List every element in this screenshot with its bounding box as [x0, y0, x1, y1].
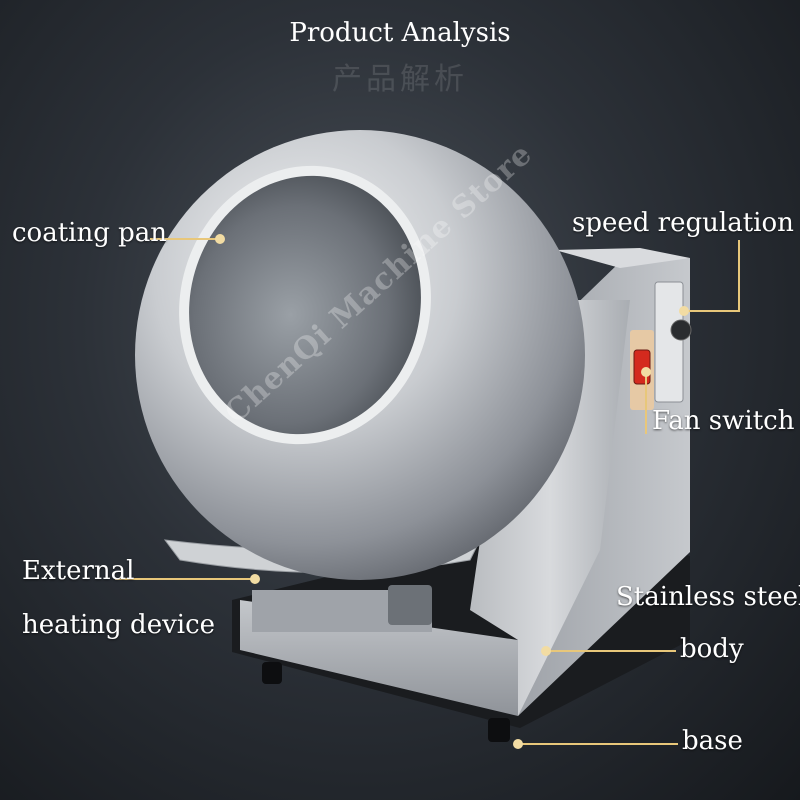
dot-fan	[641, 367, 651, 377]
label-base: base	[682, 726, 743, 756]
leader-speed-v	[738, 240, 740, 312]
page-title: Product Analysis	[289, 18, 511, 48]
page-subtitle: 产品解析	[332, 62, 468, 97]
label-fan-switch: Fan switch	[652, 406, 795, 436]
leader-body	[546, 650, 676, 652]
dot-external	[250, 574, 260, 584]
leader-fan-v	[645, 372, 647, 434]
speed-knob	[670, 319, 692, 341]
label-external-line1: External	[22, 556, 135, 586]
dot-base	[513, 739, 523, 749]
fan-switch	[633, 349, 651, 385]
label-stainless-line2: body	[680, 634, 744, 664]
dot-coating-pan	[215, 234, 225, 244]
speed-regulation-plate	[654, 281, 684, 403]
leader-speed-h	[684, 310, 740, 312]
dot-speed	[679, 306, 689, 316]
coating-pan-opening	[189, 175, 421, 435]
base-foot-right	[488, 718, 510, 742]
leader-coating-pan	[150, 238, 218, 240]
dot-body	[541, 646, 551, 656]
leader-external	[115, 578, 255, 580]
label-coating-pan: coating pan	[12, 218, 168, 248]
base-foot-left	[262, 662, 282, 684]
leader-lines	[115, 234, 740, 749]
leader-base	[518, 743, 678, 745]
label-stainless-line1: Stainless steel	[616, 582, 800, 612]
body-top	[555, 248, 690, 268]
heating-motor	[388, 585, 432, 625]
label-external-line2: heating device	[22, 610, 216, 640]
label-speed-regulation: speed regulation	[572, 208, 794, 238]
